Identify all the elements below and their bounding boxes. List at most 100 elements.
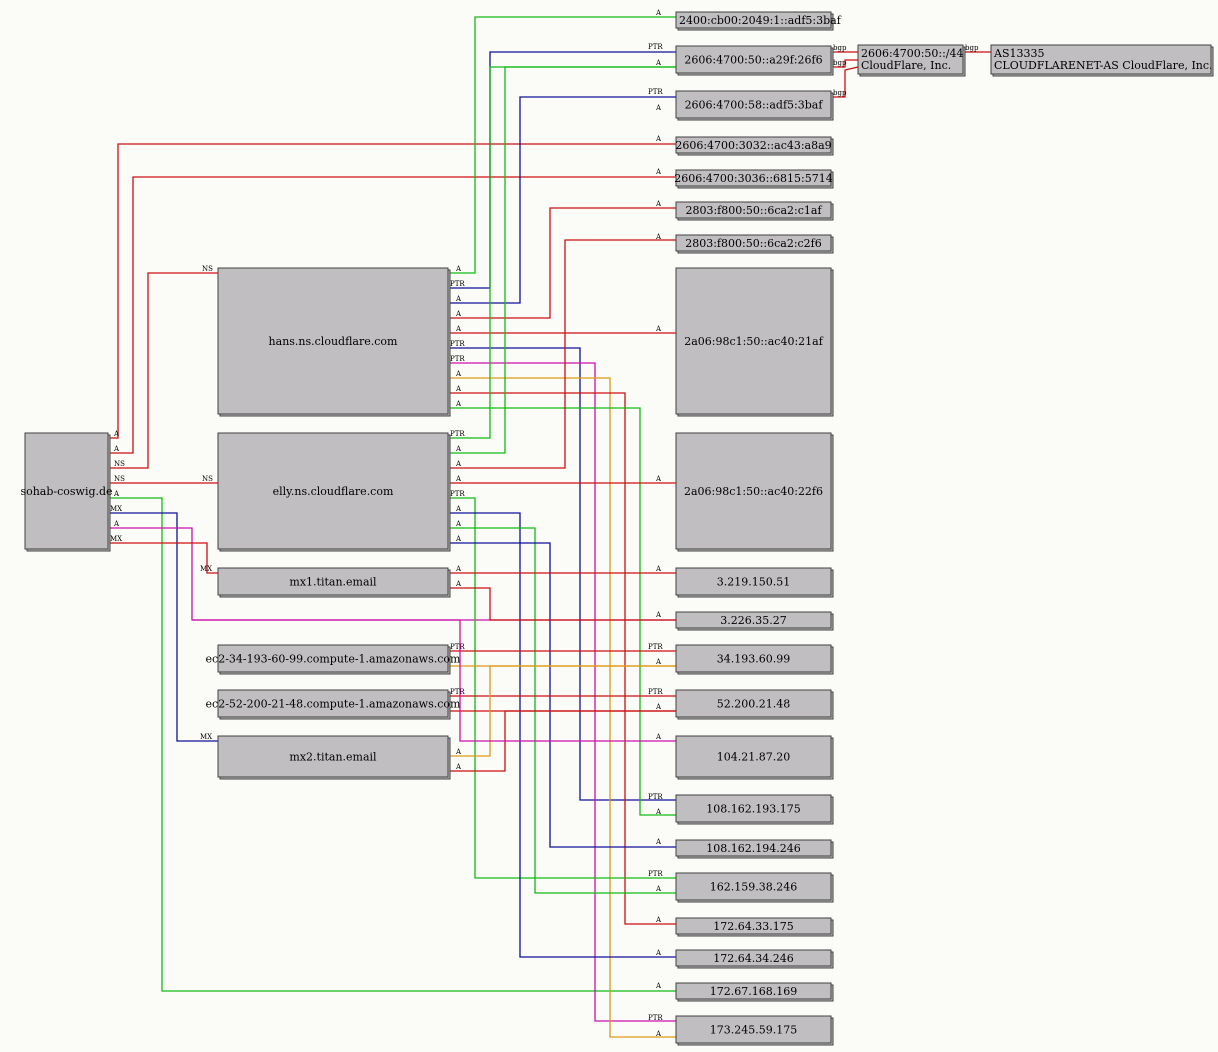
edge-line	[192, 619, 676, 742]
edge-line: A	[448, 580, 676, 621]
edge-label: A	[455, 763, 462, 771]
nodes-layer: sohab-coswig.de hans.ns.cloudflare.com ell…	[20, 11, 1214, 1046]
node-box	[675, 917, 832, 935]
node-ip8[interactable]: 162.159.38.246	[675, 872, 834, 903]
node-box	[675, 136, 832, 154]
edge-label: A	[455, 580, 462, 588]
node-ip3[interactable]: 34.193.60.99	[675, 644, 834, 675]
node-label: 2606:4700:50::a29f:26f6	[684, 54, 822, 67]
node-v6-2[interactable]: 2606:4700:50::a29f:26f6	[675, 45, 834, 76]
edge-label: A	[455, 535, 462, 543]
node-v6-9[interactable]: 2a06:98c1:50::ac40:22f6	[675, 432, 834, 552]
node-box	[675, 45, 832, 74]
edge-label: MX	[110, 505, 122, 513]
node-v6-1[interactable]: 2400:cb00:2049:1::adf5:3baf	[675, 11, 842, 31]
node-label: 2803:f800:50::6ca2:c1af	[685, 204, 822, 217]
edge-label: A	[655, 325, 662, 333]
node-ns2[interactable]: elly.ns.cloudflare.com	[217, 432, 451, 552]
node-label: 2606:4700:3036::6815:5714	[674, 172, 833, 185]
edge-line: A	[448, 535, 676, 848]
node-box	[675, 90, 832, 119]
node-mx2[interactable]: mx2.titan.email	[217, 735, 451, 780]
edge-label: bgp	[833, 89, 847, 97]
node-box	[857, 44, 964, 75]
edge-path	[448, 407, 676, 816]
node-label: 173.245.59.175	[710, 1024, 797, 1037]
edge-label: A	[655, 1030, 662, 1038]
node-box	[675, 689, 832, 718]
node-ip1[interactable]: 3.219.150.51	[675, 567, 834, 598]
node-box	[217, 644, 449, 673]
edge-label: A	[655, 475, 662, 483]
edge-label: A	[655, 135, 662, 143]
edge-label: PTR	[648, 43, 663, 51]
node-v6-3[interactable]: 2606:4700:58::adf5:3baf	[675, 90, 834, 121]
edge-path	[448, 377, 676, 1038]
node-v6-5[interactable]: 2606:4700:3036::6815:5714	[674, 169, 834, 189]
node-ec2b[interactable]: ec2-52-200-21-48.compute-1.amazonaws.com	[206, 689, 461, 720]
edge-line: PTR	[448, 340, 676, 801]
node-ip12[interactable]: 173.245.59.175	[675, 1015, 834, 1046]
node-ip4[interactable]: 52.200.21.48	[675, 689, 834, 720]
edge-label: PTR	[648, 88, 663, 96]
edge-path	[831, 59, 858, 68]
edge-line: A	[448, 400, 676, 816]
edge-line: A	[448, 239, 676, 469]
edge-label: A	[655, 611, 662, 619]
node-label: ec2-52-200-21-48.compute-1.amazonaws.com	[206, 698, 461, 711]
edge-label: NS	[202, 265, 213, 273]
edge-label: A	[455, 265, 462, 273]
edge-label: A	[655, 565, 662, 573]
edge-line: A	[108, 176, 676, 454]
edge-label: NS	[114, 460, 125, 468]
node-box	[217, 567, 449, 596]
edge-path	[448, 542, 676, 848]
edge-line: A	[448, 370, 676, 1038]
edge-label: bgp	[833, 44, 847, 52]
node-ip2[interactable]: 3.226.35.27	[675, 611, 834, 631]
edge-label: A	[655, 703, 662, 711]
node-ip11[interactable]: 172.67.168.169	[675, 982, 834, 1002]
node-ec2a[interactable]: ec2-34-193-60-99.compute-1.amazonaws.com	[206, 644, 461, 675]
node-v6-4[interactable]: 2606:4700:3032::ac43:a8a9	[675, 136, 834, 156]
node-box	[675, 735, 832, 778]
node-box	[675, 169, 832, 187]
edge-line: A	[448, 66, 676, 454]
node-v6-8[interactable]: 2a06:98c1:50::ac40:21af	[675, 267, 834, 417]
edge-line: A	[448, 565, 676, 574]
node-ip7[interactable]: 108.162.194.246	[675, 839, 834, 859]
node-box	[675, 949, 832, 967]
edge-label: bgp	[965, 44, 979, 52]
edge-line: PTR	[448, 51, 676, 289]
edge-path	[448, 207, 676, 319]
node-ip10[interactable]: 172.64.34.246	[675, 949, 834, 969]
node-box	[675, 567, 832, 596]
node-v6-6[interactable]: 2803:f800:50::6ca2:c1af	[675, 201, 834, 221]
edge-path	[448, 66, 676, 439]
node-box	[675, 644, 832, 673]
node-ip9[interactable]: 172.64.33.175	[675, 917, 834, 937]
edge-label: PTR	[648, 688, 663, 696]
node-label: sohab-coswig.de	[20, 485, 112, 498]
node-root[interactable]: sohab-coswig.de	[20, 432, 113, 552]
edge-path	[192, 619, 676, 742]
edge-label: PTR	[648, 1014, 663, 1022]
edge-label: A	[455, 370, 462, 378]
node-label: 108.162.194.246	[706, 842, 800, 855]
node-ns1[interactable]: hans.ns.cloudflare.com	[217, 267, 451, 417]
node-ip6[interactable]: 108.162.193.175	[675, 794, 834, 825]
edge-label: A	[113, 430, 120, 438]
node-label: elly.ns.cloudflare.com	[273, 485, 394, 498]
node-label: 2606:4700:50::/44	[861, 47, 964, 60]
node-label: ec2-34-193-60-99.compute-1.amazonaws.com	[206, 653, 461, 666]
edge-label: NS	[114, 475, 125, 483]
edge-line: bgp	[831, 44, 858, 53]
edge-label: A	[655, 200, 662, 208]
node-ip5[interactable]: 104.21.87.20	[675, 735, 834, 780]
node-v6-7[interactable]: 2803:f800:50::6ca2:c2f6	[675, 234, 834, 254]
node-mx1[interactable]: mx1.titan.email	[217, 567, 451, 598]
edge-line: A	[448, 665, 676, 757]
